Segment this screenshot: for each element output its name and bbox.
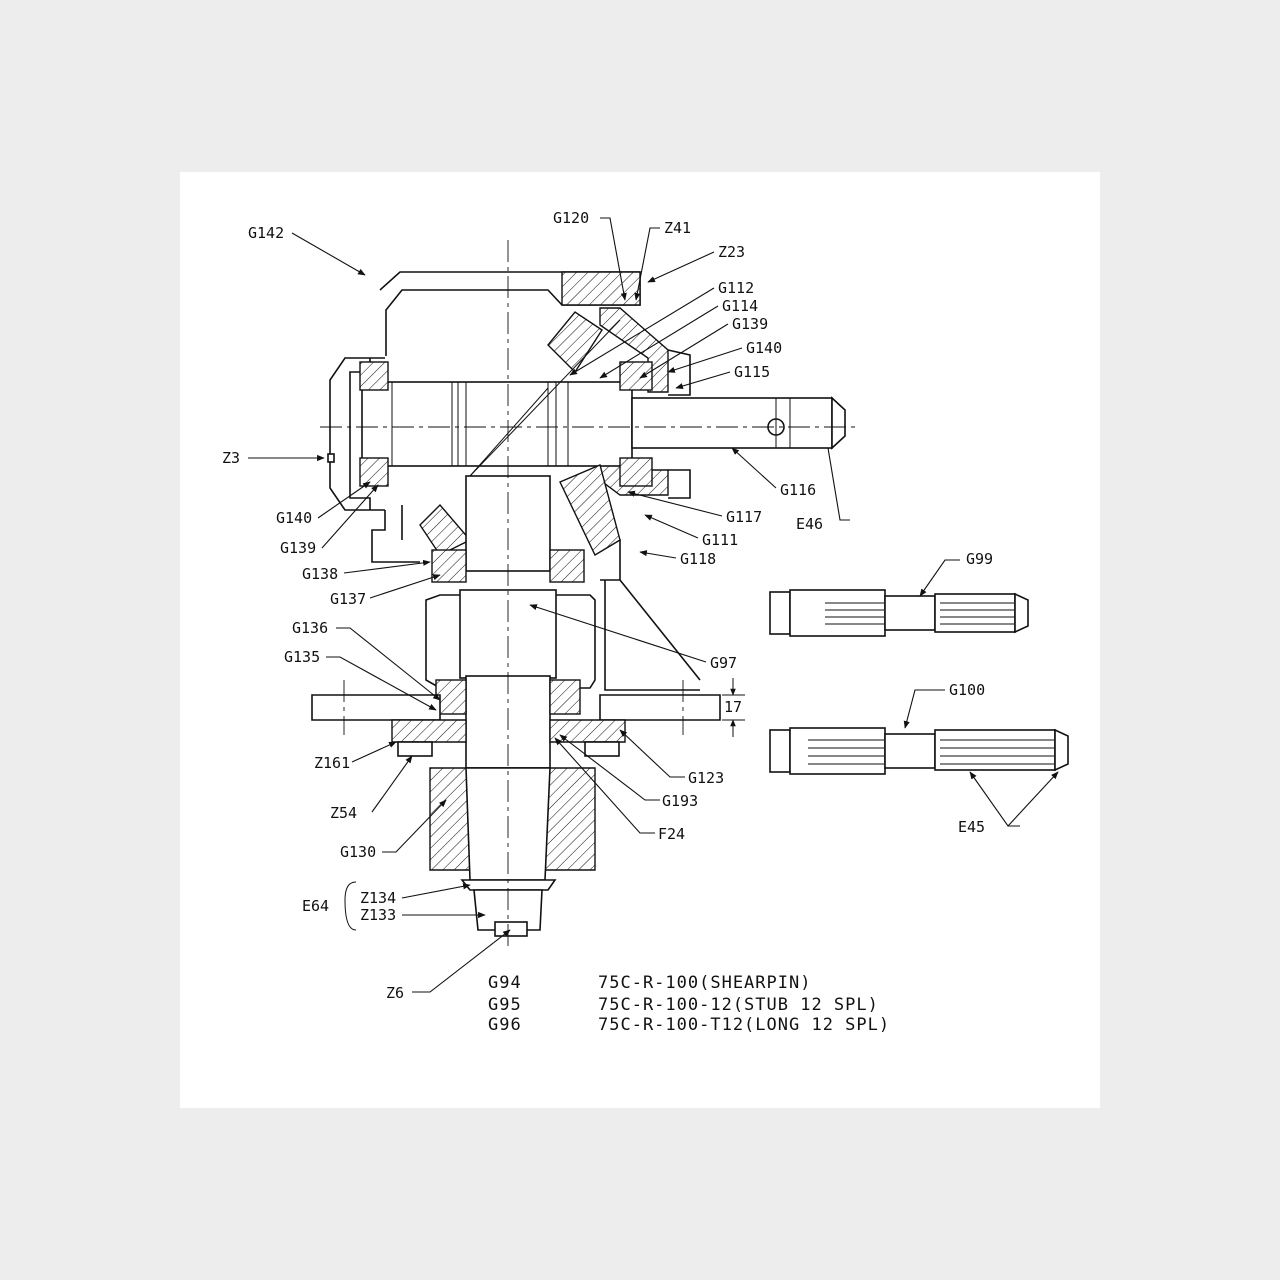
callout-G139-upper: G139 (732, 315, 768, 333)
hub-assembly (429, 767, 596, 937)
callout-G115: G115 (734, 363, 770, 381)
callout-Z133: Z133 (360, 906, 396, 924)
model-code-g94: G94 (488, 973, 522, 993)
model-table: G94 75C-R-100(SHEARPIN) G95 75C-R-100-12… (488, 973, 890, 1035)
callout-Z3: Z3 (222, 449, 240, 467)
leader-lines (248, 217, 1059, 993)
callout-G139-lower: G139 (280, 539, 316, 557)
dimension-17 (722, 678, 745, 737)
callout-G123: G123 (688, 769, 724, 787)
output-shaft-assembly (311, 475, 721, 769)
callout-G118: G118 (680, 550, 716, 568)
callout-Z41: Z41 (664, 219, 691, 237)
center-lines (320, 240, 860, 950)
model-code-g96: G96 (488, 1015, 522, 1035)
callout-G117: G117 (726, 508, 762, 526)
callout-E46: E46 (796, 515, 823, 533)
callout-Z6: Z6 (386, 984, 404, 1002)
callout-G140-upper: G140 (746, 339, 782, 357)
callout-Z161: Z161 (314, 754, 350, 772)
callout-G142: G142 (248, 224, 284, 242)
e64-bracket (344, 881, 357, 931)
callout-E45: E45 (958, 818, 985, 836)
bevel-gear-set (419, 311, 621, 556)
callout-G97: G97 (710, 654, 737, 672)
callout-Z54: Z54 (330, 804, 357, 822)
callout-G99: G99 (966, 550, 993, 568)
stub-spline-shaft-g99 (769, 589, 1029, 637)
dimension-17-label: 17 (724, 698, 742, 716)
callout-G193: G193 (662, 792, 698, 810)
callout-G138: G138 (302, 565, 338, 583)
callout-G114: G114 (722, 297, 758, 315)
callout-G135: G135 (284, 648, 320, 666)
callout-G137: G137 (330, 590, 366, 608)
callout-Z23: Z23 (718, 243, 745, 261)
callout-G130: G130 (340, 843, 376, 861)
callout-F24: F24 (658, 825, 685, 843)
model-desc-g95: 75C-R-100-12(STUB 12 SPL) (598, 995, 879, 1015)
long-spline-shaft-g100 (769, 727, 1069, 775)
callout-Z134: Z134 (360, 889, 396, 907)
callout-labels: G142 G120 Z41 Z23 G112 G114 G139 G140 G1… (222, 209, 993, 1002)
callout-G116: G116 (780, 481, 816, 499)
callout-G112: G112 (718, 279, 754, 297)
callout-G140-lower: G140 (276, 509, 312, 527)
callout-E64: E64 (302, 897, 329, 915)
callout-G120: G120 (553, 209, 589, 227)
callout-G100: G100 (949, 681, 985, 699)
callout-G136: G136 (292, 619, 328, 637)
input-shaft-assembly (327, 361, 846, 487)
callout-G111: G111 (702, 531, 738, 549)
model-desc-g96: 75C-R-100-T12(LONG 12 SPL) (598, 1015, 890, 1035)
model-code-g95: G95 (488, 995, 522, 1015)
model-desc-g94: 75C-R-100(SHEARPIN) (598, 973, 811, 993)
